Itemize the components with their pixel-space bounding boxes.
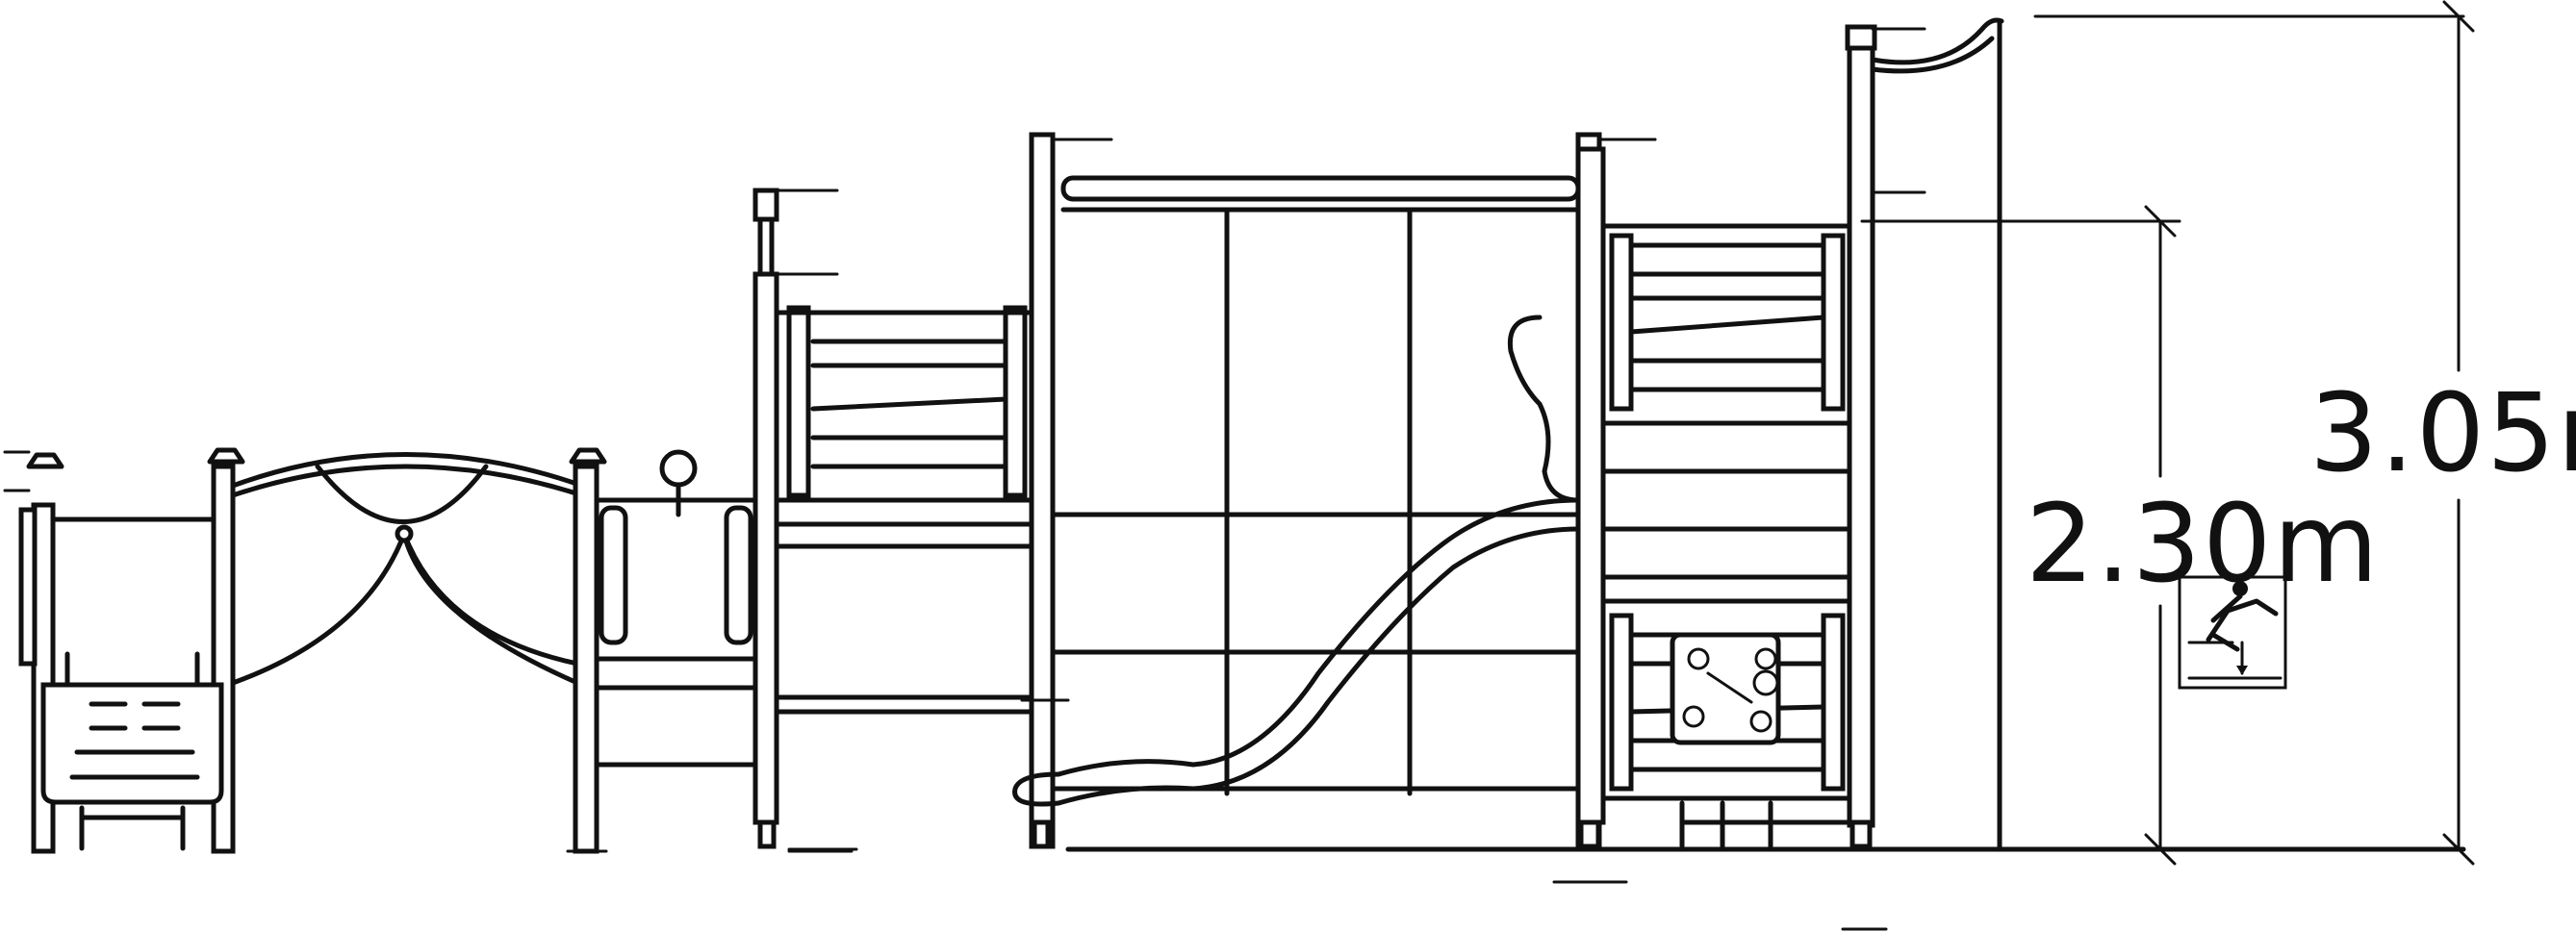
steering-wheel-panel [566, 447, 758, 854]
total-height-label: 3.05m [2309, 371, 2576, 496]
steering-wheel-icon [659, 449, 698, 488]
height-dimension-305 [2033, 0, 2475, 866]
tower-one [752, 132, 1056, 853]
entry-step-unit [3, 447, 245, 854]
slide [1012, 315, 1581, 807]
height-dimension-230 [1860, 205, 2181, 866]
tower-two [1575, 17, 2004, 852]
platform-height-label: 2.30m [2026, 482, 2381, 607]
fall-height-icon [2178, 575, 2287, 690]
climbing-net [1020, 132, 1657, 849]
rope-bridge [230, 452, 585, 686]
